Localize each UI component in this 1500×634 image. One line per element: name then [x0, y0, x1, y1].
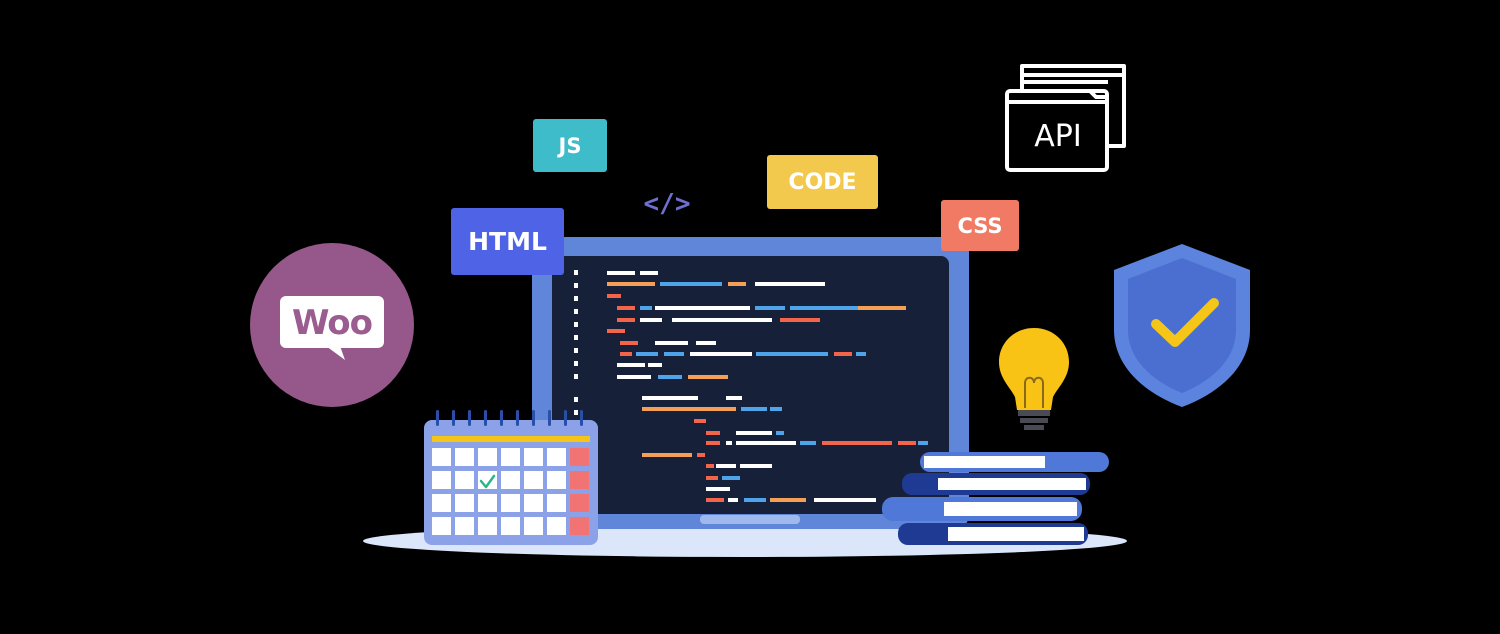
api-windows-icon: [1005, 64, 1126, 172]
calendar-check-icon: [479, 474, 496, 489]
books-stack-icon: [882, 452, 1109, 545]
code-label: CODE: [788, 169, 857, 195]
html-label: HTML: [468, 227, 547, 256]
js-label: JS: [558, 133, 582, 158]
css-label: CSS: [957, 213, 1003, 238]
code-lines: [607, 271, 928, 502]
laptop-icon: [532, 237, 969, 529]
lightbulb-icon: [999, 328, 1069, 430]
js-badge: JS: [533, 119, 607, 172]
code-badge: CODE: [767, 155, 878, 209]
html-badge: HTML: [451, 208, 564, 275]
woocommerce-logo-icon: [250, 243, 414, 407]
calendar-icon: [424, 410, 598, 545]
shield-check-icon: [1114, 244, 1250, 407]
code-brackets-icon: </>: [643, 189, 691, 219]
woo-logo-text: Woo: [291, 303, 373, 343]
api-label: API: [1034, 118, 1082, 154]
css-badge: CSS: [941, 200, 1019, 251]
